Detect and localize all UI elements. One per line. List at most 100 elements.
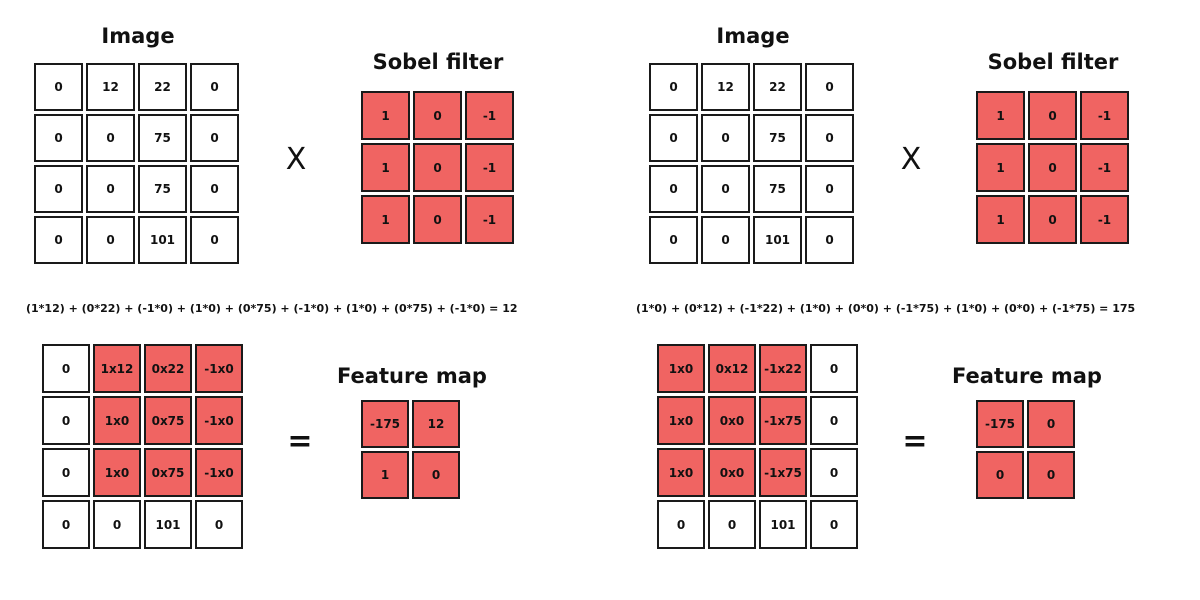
matrix-cell: 0 xyxy=(412,451,460,499)
matrix-cell: 0 xyxy=(42,448,90,497)
matrix-cell: -1 xyxy=(1080,195,1129,244)
matrix-cell: 1x0 xyxy=(93,448,141,497)
matrix-cell: 0 xyxy=(810,396,858,445)
feature-map-title: Feature map xyxy=(337,364,487,388)
matrix-cell: -175 xyxy=(976,400,1024,448)
matrix-cell: 0x22 xyxy=(144,344,192,393)
matrix-cell: 0 xyxy=(649,63,698,111)
matrix-cell: 0 xyxy=(1027,400,1075,448)
multiply-symbol: X xyxy=(900,142,922,177)
matrix-cell: -1x0 xyxy=(195,448,243,497)
matrix-cell: 0 xyxy=(34,63,83,111)
matrix-cell: 0 xyxy=(810,344,858,393)
matrix-cell: 101 xyxy=(753,216,802,264)
matrix-cell: 75 xyxy=(138,165,187,213)
matrix-cell: 0 xyxy=(86,165,135,213)
matrix-cell: 0 xyxy=(86,216,135,264)
matrix-cell: 75 xyxy=(753,114,802,162)
matrix-cell: 0 xyxy=(657,500,705,549)
matrix-cell: 0 xyxy=(86,114,135,162)
matrix-cell: 1x12 xyxy=(93,344,141,393)
matrix-cell: 0 xyxy=(42,396,90,445)
matrix-cell: -1 xyxy=(1080,143,1129,192)
matrix-cell: -1 xyxy=(465,91,514,140)
matrix-cell: 1 xyxy=(361,451,409,499)
matrix-cell: 75 xyxy=(753,165,802,213)
matrix-cell: 0 xyxy=(810,448,858,497)
matrix-cell: 101 xyxy=(759,500,807,549)
matrix-cell: 0 xyxy=(805,114,854,162)
matrix-cell: 1 xyxy=(976,143,1025,192)
matrix-cell: 0 xyxy=(701,114,750,162)
matrix-cell: 0 xyxy=(976,451,1024,499)
matrix-cell: 0 xyxy=(805,216,854,264)
sobel-filter-title: Sobel filter xyxy=(372,50,504,74)
matrix-cell: -1x75 xyxy=(759,396,807,445)
matrix-cell: 1x0 xyxy=(93,396,141,445)
matrix-cell: 75 xyxy=(138,114,187,162)
matrix-cell: 0 xyxy=(93,500,141,549)
matrix-cell: 0 xyxy=(42,344,90,393)
multiply-symbol: X xyxy=(285,142,307,177)
matrix-cell: 0 xyxy=(810,500,858,549)
matrix-cell: 101 xyxy=(138,216,187,264)
matrix-cell: 0 xyxy=(805,63,854,111)
matrix-cell: 0 xyxy=(649,114,698,162)
matrix-cell: 0 xyxy=(413,91,462,140)
matrix-cell: 0 xyxy=(1028,143,1077,192)
matrix-cell: 0 xyxy=(1028,195,1077,244)
matrix-cell: 0 xyxy=(34,114,83,162)
matrix-cell: 1 xyxy=(361,143,410,192)
matrix-cell: 12 xyxy=(86,63,135,111)
matrix-cell: -1 xyxy=(465,143,514,192)
matrix-cell: -1x0 xyxy=(195,344,243,393)
matrix-cell: 0x0 xyxy=(708,396,756,445)
image-title: Image xyxy=(716,24,790,48)
matrix-cell: -1x0 xyxy=(195,396,243,445)
equals-symbol: = xyxy=(902,424,928,459)
matrix-cell: 12 xyxy=(412,400,460,448)
convolution-formula: (1*0) + (0*12) + (-1*22) + (1*0) + (0*0)… xyxy=(636,302,1136,315)
matrix-cell: 0 xyxy=(413,195,462,244)
matrix-cell: 0 xyxy=(1028,91,1077,140)
matrix-cell: 1x0 xyxy=(657,396,705,445)
matrix-cell: 12 xyxy=(701,63,750,111)
matrix-cell: 0 xyxy=(701,216,750,264)
equals-symbol: = xyxy=(287,424,313,459)
matrix-cell: -1x22 xyxy=(759,344,807,393)
matrix-cell: -175 xyxy=(361,400,409,448)
matrix-cell: 0x75 xyxy=(144,448,192,497)
matrix-cell: 0 xyxy=(708,500,756,549)
matrix-cell: 1 xyxy=(361,195,410,244)
matrix-cell: 0 xyxy=(34,216,83,264)
matrix-cell: 101 xyxy=(144,500,192,549)
matrix-cell: 0 xyxy=(190,216,239,264)
convolution-formula: (1*12) + (0*22) + (-1*0) + (1*0) + (0*75… xyxy=(26,302,518,315)
matrix-cell: 0 xyxy=(34,165,83,213)
matrix-cell: 1 xyxy=(976,195,1025,244)
matrix-cell: 0 xyxy=(190,63,239,111)
matrix-cell: -1 xyxy=(1080,91,1129,140)
matrix-cell: 0 xyxy=(190,165,239,213)
matrix-cell: 1 xyxy=(361,91,410,140)
matrix-cell: 0 xyxy=(42,500,90,549)
matrix-cell: -1x75 xyxy=(759,448,807,497)
matrix-cell: 0 xyxy=(649,216,698,264)
matrix-cell: 22 xyxy=(753,63,802,111)
matrix-cell: 0 xyxy=(805,165,854,213)
matrix-cell: 1x0 xyxy=(657,448,705,497)
matrix-cell: 0x75 xyxy=(144,396,192,445)
matrix-cell: 0x0 xyxy=(708,448,756,497)
matrix-cell: 1 xyxy=(976,91,1025,140)
matrix-cell: 0 xyxy=(195,500,243,549)
